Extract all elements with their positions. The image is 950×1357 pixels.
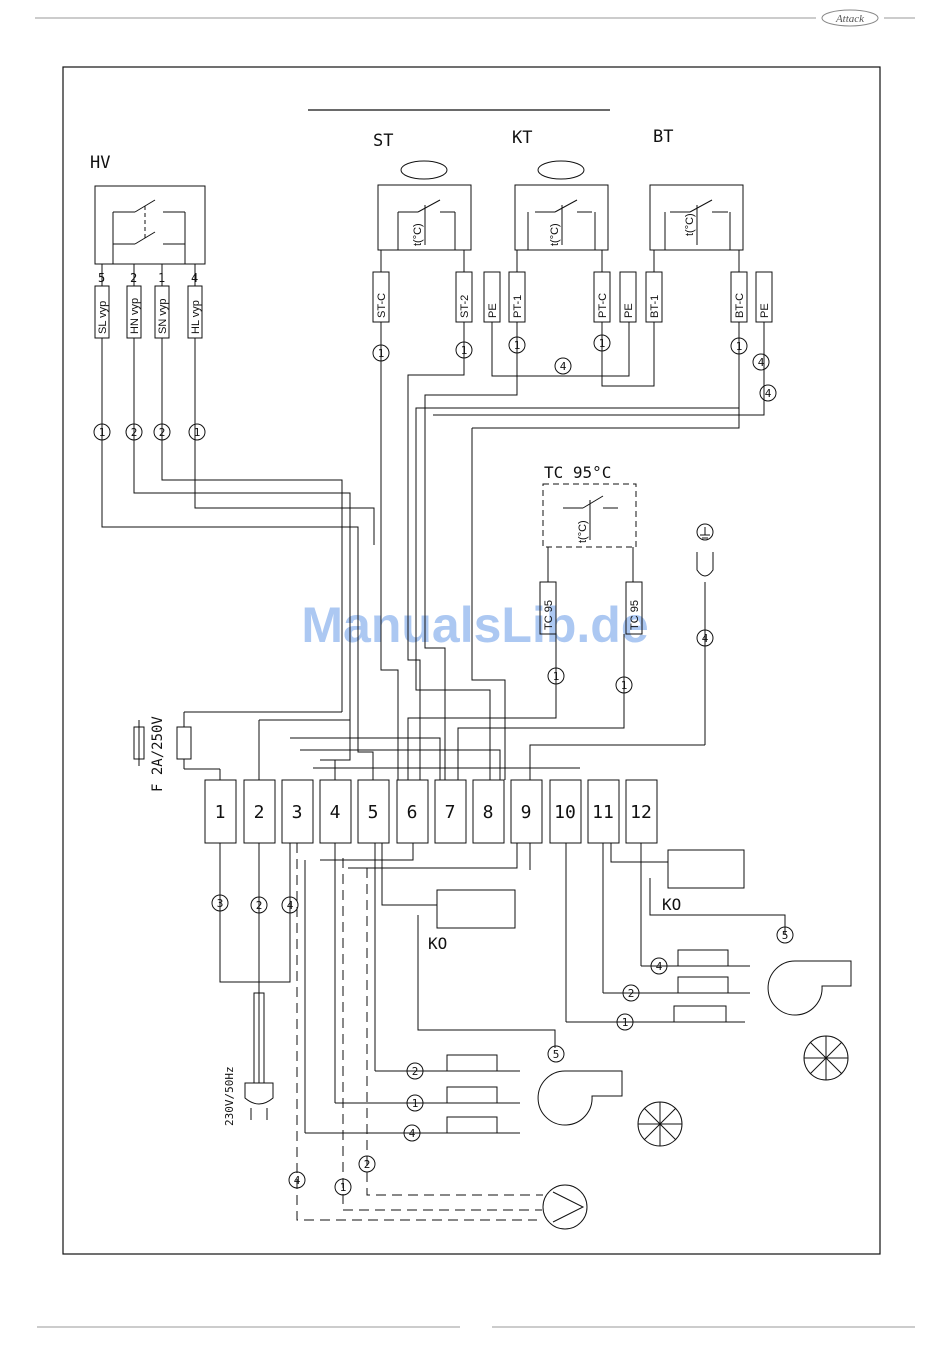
tc-symbol: t(°C)	[577, 520, 589, 543]
wire-marker: 5	[553, 1048, 560, 1061]
terminal-numbers: 1 2 3 4 5 6 7 8 9 10 11 12	[215, 802, 652, 823]
wire-marker: 1	[194, 426, 201, 439]
wire-marker: 1	[514, 339, 521, 352]
wire-marker: 2	[159, 426, 166, 439]
hv-wires	[102, 338, 374, 780]
connector-label: BT-1	[649, 295, 661, 318]
bt-thermostat	[646, 185, 772, 322]
hv-pins: 5 2 1 4 SL vyp HN vyp SN vyp HL vyp	[97, 271, 202, 334]
watermark: ManualsLib.de	[301, 597, 648, 653]
wire-marker: 4	[287, 899, 294, 912]
wire-marker: 2	[628, 987, 635, 1000]
hv-pin-num: 1	[158, 271, 165, 285]
terminal-number: 1	[215, 802, 226, 823]
fan-wheel-2	[804, 1036, 848, 1080]
bottom-wires	[220, 843, 785, 1220]
bt-symbol: t(°C)	[684, 213, 696, 236]
terminal-number: 3	[292, 802, 303, 823]
wire-marker: 1	[340, 1181, 347, 1194]
ko-relay-2	[668, 850, 744, 888]
wire-marker: 2	[256, 899, 263, 912]
ko-label-2: KO	[662, 895, 681, 914]
terminal-number: 4	[330, 802, 341, 823]
wire-marker: 1	[99, 426, 106, 439]
wire-marker: 1	[412, 1097, 419, 1110]
wire-marker: 3	[217, 897, 224, 910]
wire-marker: 4	[409, 1127, 416, 1140]
terminal-number: 5	[368, 802, 379, 823]
kt-symbol: t(°C)	[549, 223, 561, 246]
wire-marker: 1	[378, 347, 385, 360]
fan-wheel-1	[638, 1102, 682, 1146]
connector-label: PT-1	[512, 295, 524, 318]
hv-pin-label: HL vyp	[190, 300, 202, 334]
wire-marker: 1	[621, 679, 628, 692]
fan-motor-2	[768, 961, 851, 1015]
terminal-number: 7	[445, 802, 456, 823]
wire-marker: 5	[782, 929, 789, 942]
wire-marker: 4	[656, 960, 663, 973]
hv-pin-num: 4	[191, 271, 198, 285]
wire-marker: 1	[736, 340, 743, 353]
connector-label: PE	[487, 303, 499, 318]
connector-label: TC 95	[543, 600, 555, 630]
wire-marker: 1	[622, 1016, 629, 1029]
terminal-number: 2	[254, 802, 265, 823]
st-symbol: t(°C)	[412, 223, 424, 246]
brand-logo: Attack	[835, 13, 865, 25]
wire-marker: 4	[294, 1174, 301, 1187]
st-label: ST	[373, 131, 393, 151]
terminal-number: 12	[630, 802, 652, 823]
ko-label-1: KO	[428, 934, 447, 953]
terminal-number: 9	[521, 802, 532, 823]
wire-marker-numbers: 1 2 2 1 1 1 1 4 1 1 4 4 1 1 4 3 2 4 5 2 …	[99, 337, 789, 1194]
wire-marker: 4	[560, 360, 567, 373]
wire-marker: 2	[131, 426, 138, 439]
terminal-block	[205, 780, 657, 843]
kt-label: KT	[512, 128, 532, 148]
tc-label: TC 95°C	[544, 463, 611, 482]
hv-pin-label: SL vyp	[97, 301, 109, 334]
terminal-number: 11	[592, 802, 614, 823]
hv-switch	[95, 186, 205, 338]
wire-markers	[94, 335, 793, 1195]
wire-marker: 4	[702, 632, 709, 645]
hv-pin-num: 5	[98, 271, 105, 285]
hv-pin-label: HN vyp	[129, 298, 141, 334]
fuse-label: F 2A/250V	[150, 716, 166, 792]
sensor-connector-labels: ST-C ST-2 PE PT-1 PT-C PE BT-1 BT-C PE T…	[376, 293, 771, 630]
terminal-number: 10	[554, 802, 576, 823]
thermostat-symbols: t(°C) t(°C) t(°C) t(°C)	[412, 213, 696, 543]
power-plug	[245, 993, 273, 1120]
connector-label: ST-2	[459, 295, 471, 318]
terminal-number: 6	[407, 802, 418, 823]
bt-label: BT	[653, 127, 673, 147]
wire-marker: 1	[553, 670, 560, 683]
wire-marker: 2	[364, 1158, 371, 1171]
header: Attack	[35, 10, 915, 26]
hv-pin-label: SN vyp	[157, 299, 169, 334]
circulation-pump	[543, 1185, 587, 1229]
sensor-wires	[290, 322, 764, 780]
wire-marker: 4	[758, 356, 765, 369]
connector-label: TC 95	[629, 600, 641, 630]
connector-label: PE	[623, 303, 635, 318]
wire-marker: 4	[765, 387, 772, 400]
connector-label: ST-C	[376, 293, 388, 318]
hv-pin-num: 2	[130, 271, 137, 285]
power-label: 230V/50Hz	[223, 1066, 236, 1126]
wire-marker: 2	[412, 1065, 419, 1078]
connector-label: BT-C	[734, 293, 746, 318]
connector-label: PE	[759, 303, 771, 318]
ko-relay-1	[437, 890, 515, 928]
wire-marker: 1	[461, 344, 468, 357]
fan-motor-1	[538, 1071, 622, 1125]
terminal-number: 8	[483, 802, 494, 823]
connector-label: PT-C	[597, 293, 609, 318]
hv-label: HV	[90, 153, 110, 173]
wire-marker: 1	[599, 337, 606, 350]
